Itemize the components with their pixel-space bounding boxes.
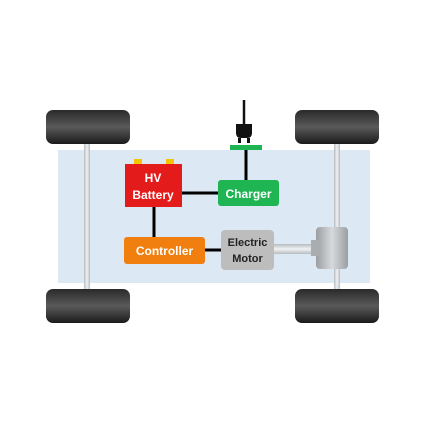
rear-left-wheel xyxy=(46,289,130,323)
gearbox xyxy=(311,227,348,269)
front-right-wheel xyxy=(295,110,379,144)
battery-label-line2: Battery xyxy=(132,188,174,202)
drive-shaft xyxy=(272,244,320,254)
controller: Controller xyxy=(124,237,205,264)
electric-motor: Electric Motor xyxy=(221,230,274,270)
motor-label-line2: Motor xyxy=(232,253,263,265)
wiring xyxy=(152,148,248,252)
charger: Charger xyxy=(218,180,279,206)
charger-label: Charger xyxy=(225,187,271,201)
controller-label: Controller xyxy=(136,244,194,258)
front-left-wheel xyxy=(46,110,130,144)
charging-inlet xyxy=(230,145,262,150)
battery-label-line1: HV xyxy=(145,171,162,185)
left-axle xyxy=(84,128,90,298)
charging-plug-icon xyxy=(230,100,262,150)
rear-right-wheel xyxy=(295,289,379,323)
hv-battery: HV Battery xyxy=(125,159,182,207)
right-axle xyxy=(334,128,340,298)
motor-label-line1: Electric xyxy=(228,237,268,249)
